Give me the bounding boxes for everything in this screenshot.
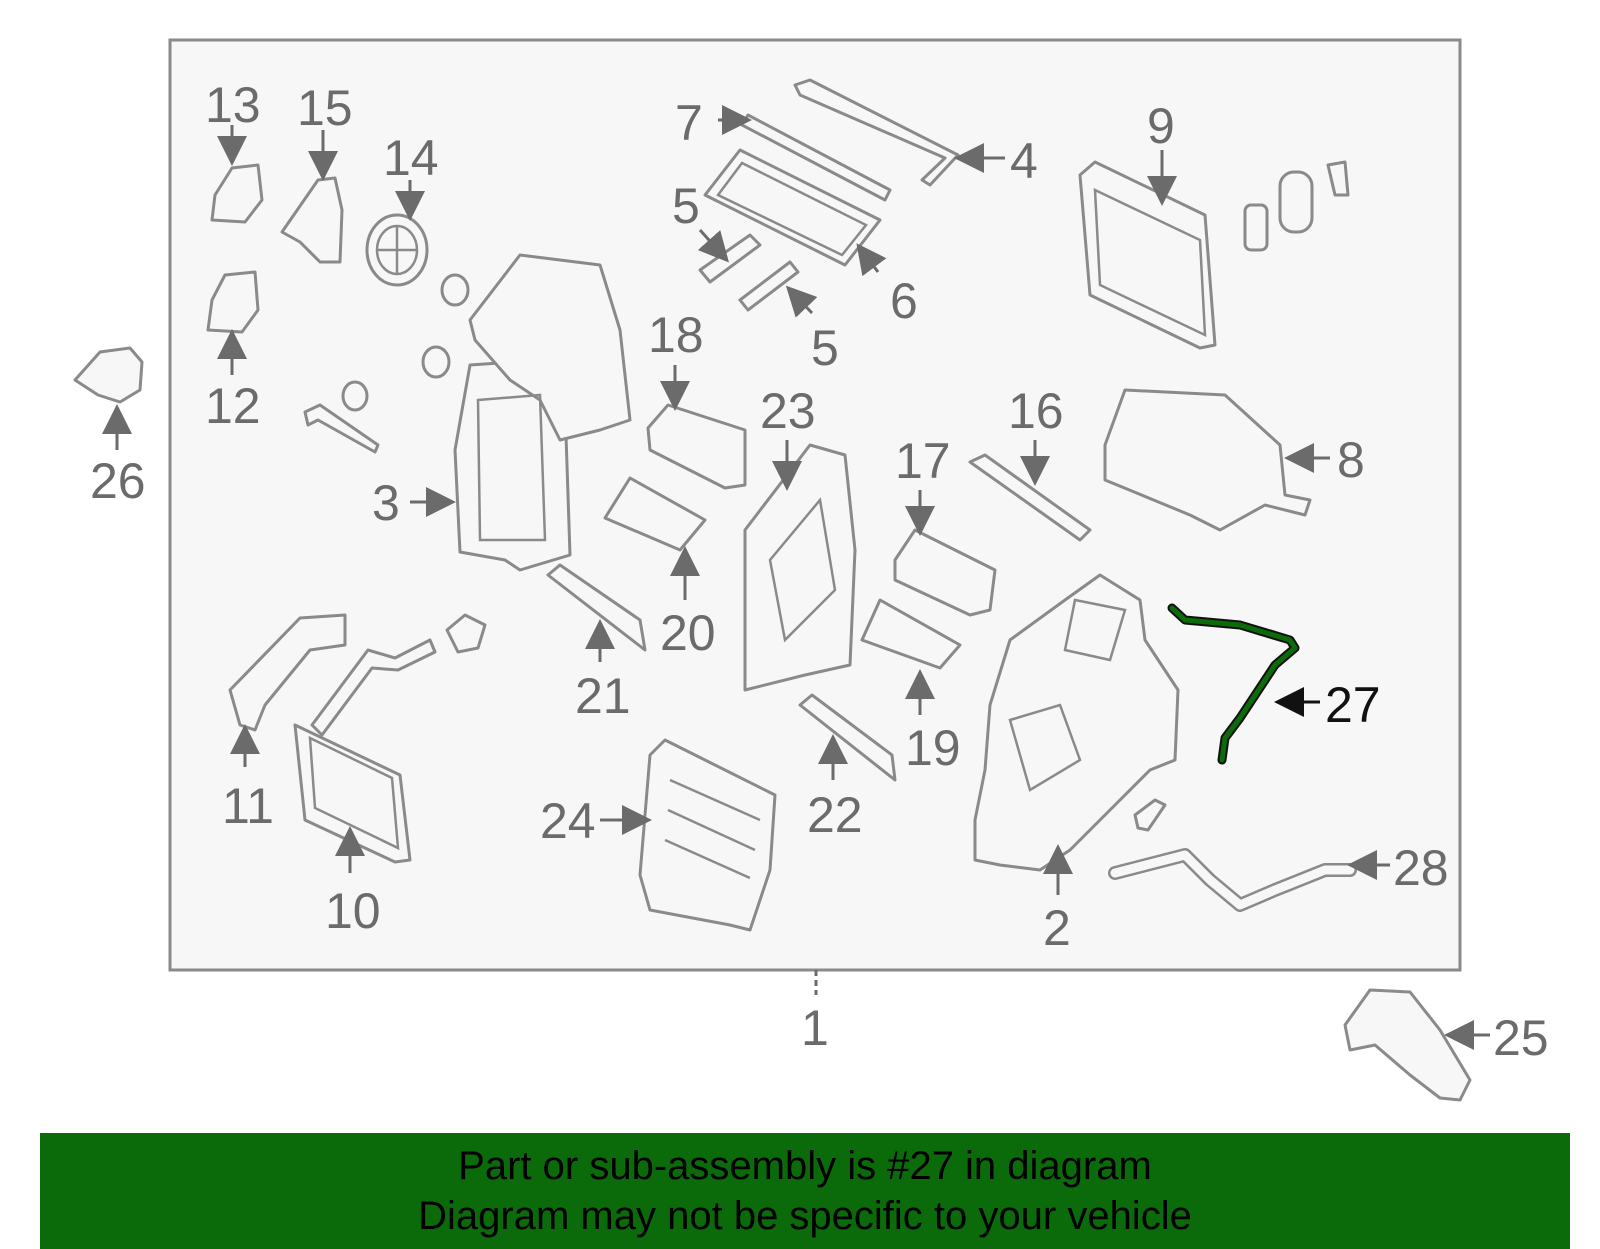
part-6 bbox=[703, 148, 882, 267]
part-2 bbox=[973, 573, 1180, 872]
label-10: 10 bbox=[325, 883, 381, 939]
label-2: 2 bbox=[1043, 900, 1071, 956]
label-7: 7 bbox=[675, 95, 703, 151]
part-26 bbox=[73, 346, 144, 404]
part-12 bbox=[206, 270, 260, 334]
part-19 bbox=[860, 598, 962, 670]
label-5b: 5 bbox=[811, 320, 839, 376]
part-3-upper bbox=[468, 253, 632, 442]
label-5a: 5 bbox=[672, 178, 700, 234]
seal-a bbox=[1243, 203, 1269, 252]
label-6: 6 bbox=[890, 273, 918, 329]
part-20 bbox=[603, 476, 707, 552]
part-5a bbox=[698, 233, 762, 284]
label-24: 24 bbox=[540, 793, 596, 849]
clip-a bbox=[1326, 160, 1350, 197]
part-5b bbox=[738, 260, 800, 312]
label-22: 22 bbox=[807, 787, 863, 843]
part-23 bbox=[743, 443, 857, 692]
label-17: 17 bbox=[895, 433, 951, 489]
label-23: 23 bbox=[760, 383, 816, 439]
part-4 bbox=[793, 78, 960, 187]
callout-labels: 1 2 3 4 5 5 6 7 8 9 10 11 12 13 14 15 16… bbox=[90, 77, 1549, 1066]
part-9 bbox=[1078, 160, 1217, 350]
grommet-b bbox=[421, 345, 451, 379]
leader-arrows bbox=[102, 105, 1490, 1050]
label-25: 25 bbox=[1493, 1010, 1549, 1066]
info-banner: Part or sub-assembly is #27 in diagram D… bbox=[40, 1133, 1570, 1249]
label-26: 26 bbox=[90, 453, 146, 509]
label-9: 9 bbox=[1147, 98, 1175, 154]
part-16 bbox=[968, 453, 1092, 542]
label-1: 1 bbox=[801, 1000, 829, 1056]
label-11: 11 bbox=[222, 778, 274, 834]
label-28: 28 bbox=[1393, 840, 1449, 896]
gasket bbox=[445, 613, 487, 654]
banner-line-2: Diagram may not be specific to your vehi… bbox=[418, 1194, 1192, 1238]
label-15: 15 bbox=[297, 80, 353, 136]
label-3: 3 bbox=[372, 475, 400, 531]
label-8: 8 bbox=[1337, 432, 1365, 488]
label-14: 14 bbox=[383, 130, 439, 186]
label-12: 12 bbox=[205, 378, 261, 434]
label-13: 13 bbox=[205, 77, 261, 133]
label-4: 4 bbox=[1010, 133, 1038, 189]
label-18: 18 bbox=[648, 307, 704, 363]
grommet-c bbox=[341, 380, 369, 412]
label-16: 16 bbox=[1008, 383, 1064, 439]
part-13 bbox=[210, 163, 264, 224]
screw bbox=[303, 403, 380, 454]
part-2-clip bbox=[1133, 798, 1167, 832]
part-10 bbox=[293, 723, 412, 864]
part-14 bbox=[365, 213, 429, 287]
label-19: 19 bbox=[905, 720, 961, 776]
label-27: 27 bbox=[1325, 677, 1381, 733]
part-24 bbox=[638, 738, 777, 932]
part-8 bbox=[1103, 388, 1312, 532]
label-20: 20 bbox=[660, 605, 716, 661]
part-25 bbox=[1343, 988, 1472, 1102]
grommet-a bbox=[440, 273, 470, 307]
label-21: 21 bbox=[575, 668, 631, 724]
seal-b bbox=[1278, 170, 1314, 234]
part-10-pipe bbox=[310, 638, 437, 737]
banner-line-1: Part or sub-assembly is #27 in diagram bbox=[458, 1144, 1152, 1188]
